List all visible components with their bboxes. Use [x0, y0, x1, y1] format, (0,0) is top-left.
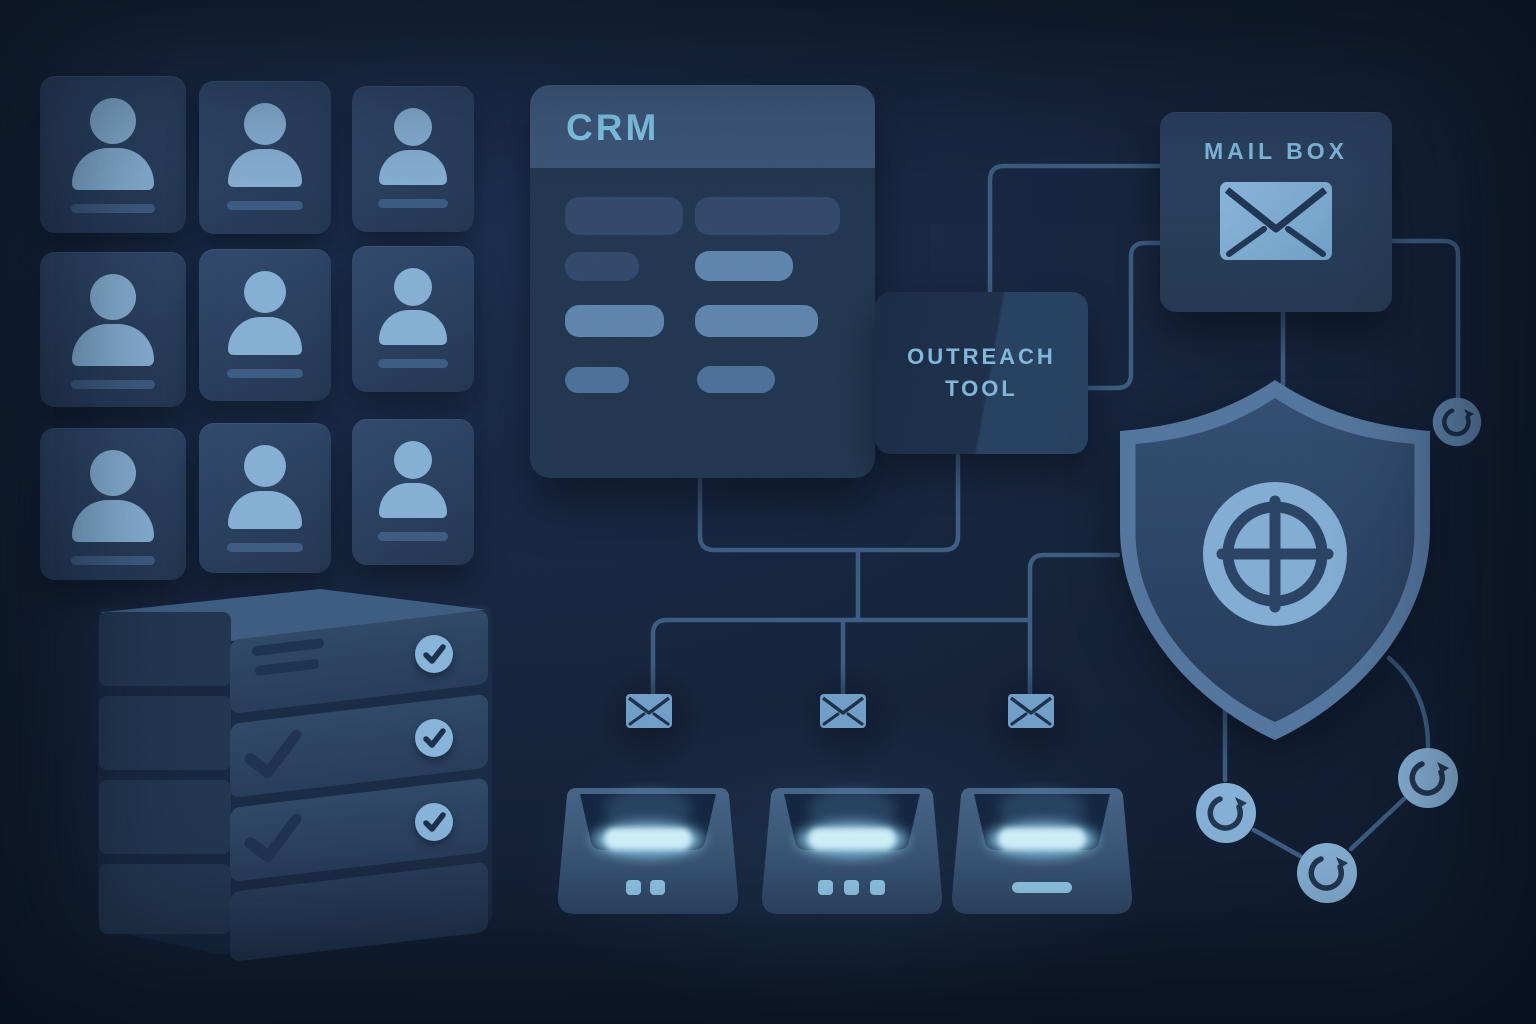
envelope-icon — [1220, 182, 1332, 260]
menu-lines-icon — [255, 658, 319, 677]
target-globe-emblem — [1216, 495, 1334, 613]
inbox-tray — [557, 788, 739, 914]
field-bar — [697, 366, 775, 393]
name-line — [377, 199, 449, 208]
person-icon — [379, 441, 447, 518]
contact-card — [40, 252, 186, 407]
tray-dot — [650, 880, 665, 895]
server-tier-side — [99, 696, 231, 770]
crm-title: CRM — [566, 107, 660, 148]
name-line — [226, 543, 304, 552]
name-line — [226, 369, 304, 378]
checkmark-icon — [244, 729, 302, 779]
field-bar — [695, 251, 793, 281]
name-line — [70, 380, 156, 389]
person-icon — [379, 268, 447, 345]
server-tier-side — [99, 864, 231, 934]
tray-dot — [844, 880, 859, 895]
envelope-icon — [820, 694, 866, 728]
outreach-tool-label: OUTREACH TOOL — [907, 344, 1056, 401]
connector-mailbox-to-sync-top — [1389, 238, 1461, 401]
checkmark-icon — [244, 813, 302, 863]
connector-sync1-to-sync2 — [1251, 827, 1303, 859]
contact-card — [352, 86, 474, 232]
person-icon — [379, 108, 447, 185]
name-line — [226, 201, 304, 210]
mailbox-title: MAIL BOX — [1203, 138, 1349, 164]
refresh-icon — [1195, 782, 1257, 849]
menu-lines-icon — [252, 637, 324, 657]
name-line — [377, 532, 449, 541]
inbox-tray — [951, 788, 1133, 914]
check-circle-icon — [415, 803, 453, 841]
server-tier-side — [99, 780, 231, 854]
connector-outreach-to-mailbox — [987, 163, 1163, 295]
name-line — [70, 556, 156, 565]
tray-pill — [1012, 882, 1072, 893]
field-bar — [695, 197, 840, 235]
name-line — [70, 204, 156, 213]
tray-dot — [870, 880, 885, 895]
field-bar — [695, 305, 818, 337]
contact-card — [40, 76, 186, 233]
contact-card — [199, 249, 331, 401]
person-icon — [228, 271, 302, 355]
contact-card — [199, 81, 331, 234]
outreach-tool-box: OUTREACH TOOL — [875, 292, 1088, 454]
contact-card — [40, 428, 186, 580]
tray-dot — [818, 880, 833, 895]
person-icon — [228, 103, 302, 187]
server-tier-side — [99, 612, 231, 686]
mailbox-panel: MAIL BOX — [1160, 112, 1392, 312]
envelope-icon — [1008, 694, 1054, 728]
field-bar — [565, 197, 683, 235]
inbox-tray — [761, 788, 943, 914]
crm-panel: CRM — [530, 85, 875, 478]
tray-dot — [626, 880, 641, 895]
refresh-icon — [1296, 842, 1358, 909]
connector-mailbox-to-outreach-side — [1085, 240, 1163, 391]
envelope-icon — [626, 694, 672, 728]
person-icon — [72, 274, 154, 366]
refresh-icon — [1432, 397, 1482, 452]
field-bar — [565, 367, 629, 393]
target-shield-icon — [1120, 380, 1430, 740]
field-bar — [565, 252, 639, 281]
check-circle-icon — [415, 719, 453, 757]
contact-card — [352, 246, 474, 392]
field-bar — [565, 305, 664, 337]
refresh-icon — [1397, 747, 1459, 814]
person-icon — [72, 450, 154, 542]
contact-card — [199, 423, 331, 573]
name-line — [377, 359, 449, 368]
person-icon — [228, 445, 302, 529]
person-icon — [72, 98, 154, 190]
contact-card — [352, 419, 474, 565]
check-circle-icon — [415, 635, 453, 673]
